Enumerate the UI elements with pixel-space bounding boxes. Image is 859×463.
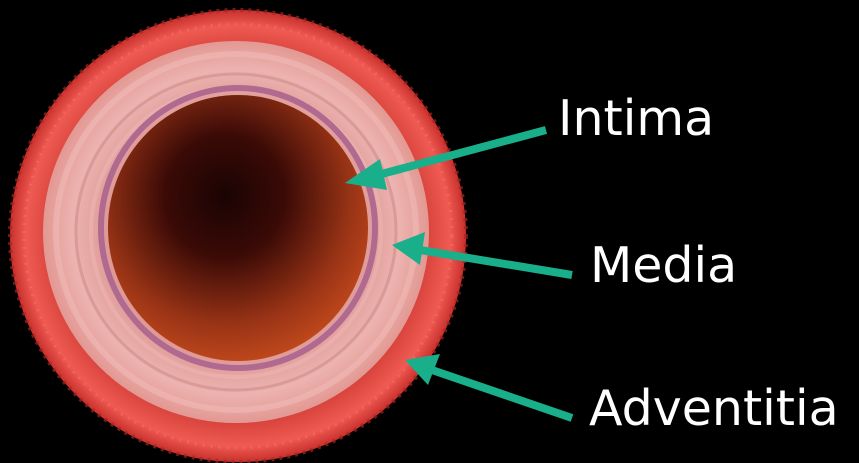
arrow-adventitia bbox=[405, 354, 572, 418]
label-adventitia: Adventitia bbox=[589, 384, 839, 433]
label-intima: Intima bbox=[558, 94, 714, 143]
label-media: Media bbox=[590, 241, 737, 290]
lumen bbox=[108, 95, 368, 361]
